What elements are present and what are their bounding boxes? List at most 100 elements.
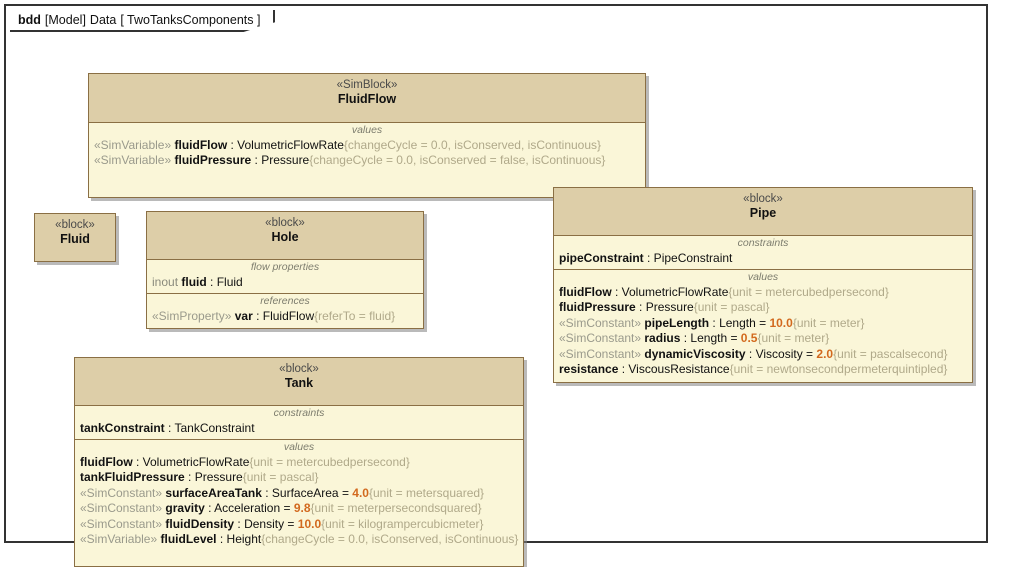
feature-stereotype: «SimVariable» [94, 137, 172, 152]
feature-type: : Pressure [639, 300, 694, 315]
compartment-values: values fluidFlow : VolumetricFlowRate{un… [75, 440, 523, 566]
diagram-name-label: [ TwoTanksComponents ] [120, 13, 261, 27]
feature-properties: {unit = meter} [792, 315, 865, 330]
feature-row[interactable]: «SimVariable» fluidLevel : Height{change… [75, 532, 523, 548]
compartment-references: references «SimProperty» var : FluidFlow… [147, 294, 423, 328]
feature-row[interactable]: tankFluidPressure : Pressure{unit = pasc… [75, 470, 523, 486]
feature-name: resistance [559, 362, 619, 377]
feature-name: fluidPressure [174, 153, 252, 168]
feature-value: 4.0 [352, 485, 369, 500]
feature-properties: {unit = metercubedpersecond} [728, 284, 889, 299]
feature-name: fluidPressure [559, 300, 636, 315]
block-fluid-stereotype: «block» [55, 219, 95, 231]
feature-row[interactable]: «SimVariable» fluidFlow : VolumetricFlow… [89, 138, 645, 154]
diagram-kind-label: bdd [18, 13, 41, 27]
feature-keyword: inout [152, 274, 179, 289]
block-fluid[interactable]: «block» Fluid [34, 213, 116, 262]
block-fluidflow-header: «SimBlock» FluidFlow [89, 74, 645, 123]
compartment-label: flow properties [250, 261, 320, 273]
compartment-values: values «SimVariable» fluidFlow : Volumet… [89, 123, 645, 197]
feature-row[interactable]: fluidFlow : VolumetricFlowRate{unit = me… [75, 455, 523, 471]
feature-stereotype: «SimConstant» [80, 516, 163, 531]
feature-row[interactable]: pipeConstraint : PipeConstraint [554, 251, 972, 267]
feature-row[interactable]: «SimProperty» var : FluidFlow{referTo = … [147, 309, 423, 325]
feature-type: : Acceleration = [208, 501, 294, 516]
feature-name: fluid [181, 274, 207, 289]
feature-properties: {unit = metercubedpersecond} [249, 454, 410, 469]
feature-name: gravity [165, 501, 205, 516]
feature-row[interactable]: resistance : ViscousResistance{unit = ne… [554, 362, 972, 378]
feature-name: tankFluidPressure [80, 470, 185, 485]
compartment-flow-properties: flow properties inout fluid : Fluid [147, 260, 423, 295]
block-hole-stereotype: «block» [265, 217, 305, 229]
compartment-label: references [260, 295, 310, 308]
feature-name: fluidFlow [174, 137, 228, 152]
feature-value: 10.0 [297, 516, 322, 531]
feature-properties: {unit = meterpersecondsquared} [310, 501, 482, 516]
block-fluidflow-name: FluidFlow [337, 92, 397, 107]
feature-type: : SurfaceArea = [265, 485, 353, 500]
feature-properties: {changeCycle = 0.0, isConserved = false,… [309, 153, 606, 168]
block-fluidflow-stereotype: «SimBlock» [336, 79, 398, 91]
feature-properties: {unit = kilogrampercubicmeter} [321, 516, 484, 531]
block-pipe-name: Pipe [749, 206, 777, 221]
compartment-label: values [351, 124, 383, 136]
compartment-label: values [283, 441, 315, 454]
feature-row[interactable]: «SimConstant» dynamicViscosity : Viscosi… [554, 347, 972, 363]
block-pipe-stereotype: «block» [743, 193, 783, 205]
block-pipe[interactable]: «block» Pipe constraints pipeConstraint … [553, 187, 973, 383]
feature-name: surfaceAreaTank [165, 485, 262, 500]
block-pipe-header: «block» Pipe [554, 188, 972, 236]
block-hole-header: «block» Hole [147, 212, 423, 260]
feature-type: : Fluid [210, 274, 243, 289]
feature-stereotype: «SimConstant» [559, 331, 642, 346]
feature-row[interactable]: «SimConstant» surfaceAreaTank : SurfaceA… [75, 486, 523, 502]
block-fluidflow[interactable]: «SimBlock» FluidFlow values «SimVariable… [88, 73, 646, 198]
diagram-package-label: Data [89, 13, 117, 27]
feature-row[interactable]: «SimConstant» pipeLength : Length = 10.0… [554, 316, 972, 332]
feature-properties: {unit = meter} [757, 331, 830, 346]
feature-name: fluidFlow [559, 284, 612, 299]
feature-name: fluidFlow [80, 454, 133, 469]
feature-row[interactable]: fluidFlow : VolumetricFlowRate{unit = me… [554, 285, 972, 301]
feature-name: pipeConstraint [559, 250, 644, 265]
feature-name: dynamicViscosity [644, 346, 746, 361]
feature-type: : Pressure [188, 470, 243, 485]
feature-type: : ViscousResistance [621, 362, 730, 377]
feature-row[interactable]: tankConstraint : TankConstraint [75, 421, 523, 437]
feature-value: 2.0 [816, 346, 834, 361]
feature-row[interactable]: fluidPressure : Pressure{unit = pascal} [554, 300, 972, 316]
feature-stereotype: «SimVariable» [80, 532, 158, 547]
feature-name: pipeLength [644, 315, 710, 330]
feature-properties: {changeCycle = 0.0, isConserved, isConti… [343, 137, 602, 152]
feature-properties: {unit = metersquared} [368, 485, 485, 500]
block-fluid-name: Fluid [60, 232, 90, 247]
feature-row[interactable]: «SimVariable» fluidPressure : Pressure{c… [89, 153, 645, 169]
block-tank-name: Tank [284, 376, 314, 391]
block-hole-name: Hole [271, 230, 299, 245]
block-hole[interactable]: «block» Hole flow properties inout fluid… [146, 211, 424, 330]
compartment-label: constraints [273, 407, 325, 419]
feature-stereotype: «SimConstant» [559, 346, 642, 361]
feature-type: : VolumetricFlowRate [230, 137, 344, 152]
compartment-values: values fluidFlow : VolumetricFlowRate{un… [554, 270, 972, 382]
feature-value: 10.0 [769, 315, 793, 330]
compartment-label: values [747, 271, 779, 284]
feature-row[interactable]: «SimConstant» fluidDensity : Density = 1… [75, 517, 523, 533]
feature-row[interactable]: inout fluid : Fluid [147, 275, 423, 291]
block-tank[interactable]: «block» Tank constraints tankConstraint … [74, 357, 524, 567]
feature-row[interactable]: «SimConstant» gravity : Acceleration = 9… [75, 501, 523, 517]
feature-stereotype: «SimConstant» [80, 485, 163, 500]
compartment-label: constraints [737, 237, 789, 249]
feature-stereotype: «SimProperty» [152, 308, 232, 323]
feature-type: : Density = [237, 516, 298, 531]
feature-name: fluidDensity [165, 516, 235, 531]
feature-row[interactable]: «SimConstant» radius : Length = 0.5{unit… [554, 331, 972, 347]
feature-value: 9.8 [293, 501, 311, 516]
feature-name: var [234, 308, 253, 323]
feature-stereotype: «SimConstant» [559, 315, 642, 330]
compartment-constraints: constraints tankConstraint : TankConstra… [75, 406, 523, 441]
diagram-frame: bdd [Model] Data [ TwoTanksComponents ] … [4, 4, 988, 567]
feature-type: : Viscosity = [748, 346, 817, 361]
diagram-scope-label: [Model] [44, 13, 86, 27]
